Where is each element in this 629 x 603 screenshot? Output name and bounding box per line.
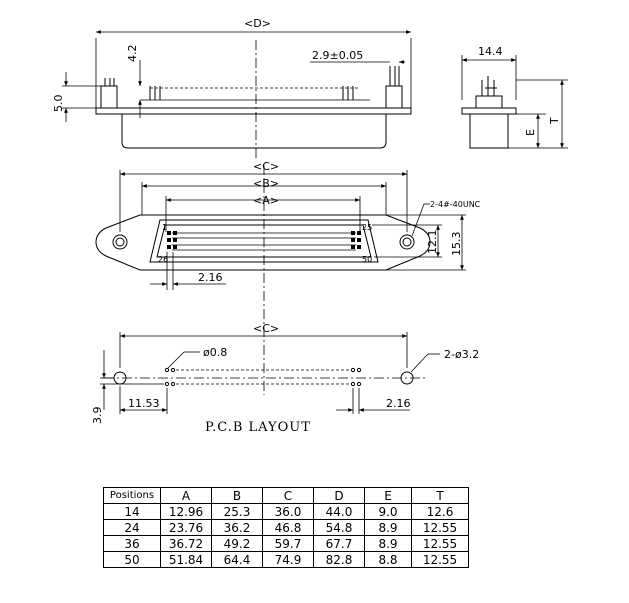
table-cell: 23.76 xyxy=(160,519,212,536)
dim-2-16-front-label: 2.16 xyxy=(198,271,223,284)
table-cell: 51.84 xyxy=(160,551,212,568)
table-cell: 12.6 xyxy=(411,503,469,520)
table-cell: 36.2 xyxy=(211,519,263,536)
table-cell: 12.55 xyxy=(411,551,469,568)
dim-d-label: <D> xyxy=(244,17,271,30)
dim-2-phi-3-2-label: 2-ø3.2 xyxy=(444,348,479,361)
table-cell: 49.2 xyxy=(211,535,263,552)
table-row: 14 12.96 25.3 36.0 44.0 9.0 12.6 xyxy=(103,503,469,520)
pcb-layout-caption: P.C.B LAYOUT xyxy=(205,420,311,435)
dim-phi-0-8-label: ø0.8 xyxy=(203,346,227,359)
table-cell: 8.9 xyxy=(364,519,412,536)
table-cell: 9.0 xyxy=(364,503,412,520)
header-e: E xyxy=(364,487,412,504)
header-c: C xyxy=(262,487,314,504)
table-row: 50 51.84 64.4 74.9 82.8 8.8 12.55 xyxy=(103,551,469,568)
table-cell: 14 xyxy=(103,503,161,520)
table-cell: 50 xyxy=(103,551,161,568)
pin-26-label: 26 xyxy=(158,255,168,264)
pin-25-label: 25 xyxy=(362,223,372,232)
header-a: A xyxy=(160,487,212,504)
dim-3-9-label: 3.9 xyxy=(91,407,104,425)
table-cell: 24 xyxy=(103,519,161,536)
dim-11-53-label: 11.53 xyxy=(128,397,160,410)
table-cell: 12.96 xyxy=(160,503,212,520)
table-row: 36 36.72 49.2 59.7 67.7 8.9 12.55 xyxy=(103,535,469,552)
table-cell: 67.7 xyxy=(313,535,365,552)
header-b: B xyxy=(211,487,263,504)
table-cell: 64.4 xyxy=(211,551,263,568)
table-header-row: Positions A B C D E T xyxy=(103,487,469,504)
table-cell: 8.8 xyxy=(364,551,412,568)
pin-1-label: 1 xyxy=(162,223,167,232)
header-positions: Positions xyxy=(103,487,161,504)
dim-c-pcb-label: <C> xyxy=(253,322,279,335)
pin-50-label: 50 xyxy=(362,255,372,264)
end-view: 14.4 E T xyxy=(461,45,568,149)
dimension-table: Positions A B C D E T 14 12.96 25.3 36.0… xyxy=(103,487,469,568)
dim-b-front-label: <B> xyxy=(253,177,279,190)
table-cell: 82.8 xyxy=(313,551,365,568)
table-cell: 12.55 xyxy=(411,535,469,552)
dim-4-2-label: 4.2 xyxy=(126,45,139,63)
dim-2-16-pcb-label: 2.16 xyxy=(386,397,411,410)
table-row: 24 23.76 36.2 46.8 54.8 8.9 12.55 xyxy=(103,519,469,536)
dim-t-label: T xyxy=(548,117,561,125)
pcb-layout-view: <C> ø0.8 2-ø3.2 3.9 11.53 xyxy=(91,322,479,424)
dim-e-label: E xyxy=(524,129,537,136)
front-view: <C> <B> <A> xyxy=(95,160,481,395)
table-cell: 74.9 xyxy=(262,551,314,568)
dim-c-front-label: <C> xyxy=(253,160,279,173)
dim-14-4-label: 14.4 xyxy=(478,45,503,58)
table-cell: 36.72 xyxy=(160,535,212,552)
side-elevation-view: <D> 4.2 2.9±0.05 xyxy=(52,17,412,160)
table-cell: 25.3 xyxy=(211,503,263,520)
dim-a-front-label: <A> xyxy=(253,194,279,207)
header-t: T xyxy=(411,487,469,504)
dim-2-9-label: 2.9±0.05 xyxy=(312,49,363,62)
table-cell: 36 xyxy=(103,535,161,552)
thread-note: 2-4#-40UNC xyxy=(430,200,481,209)
header-d: D xyxy=(313,487,365,504)
table-cell: 46.8 xyxy=(262,519,314,536)
table-cell: 54.8 xyxy=(313,519,365,536)
table-cell: 8.9 xyxy=(364,535,412,552)
table-cell: 12.55 xyxy=(411,519,469,536)
dim-15-3-label: 15.3 xyxy=(450,232,463,257)
table-cell: 44.0 xyxy=(313,503,365,520)
dim-5-0-label: 5.0 xyxy=(52,95,65,113)
dim-12-1-label: 12.1 xyxy=(426,230,439,255)
table-cell: 36.0 xyxy=(262,503,314,520)
table-cell: 59.7 xyxy=(262,535,314,552)
